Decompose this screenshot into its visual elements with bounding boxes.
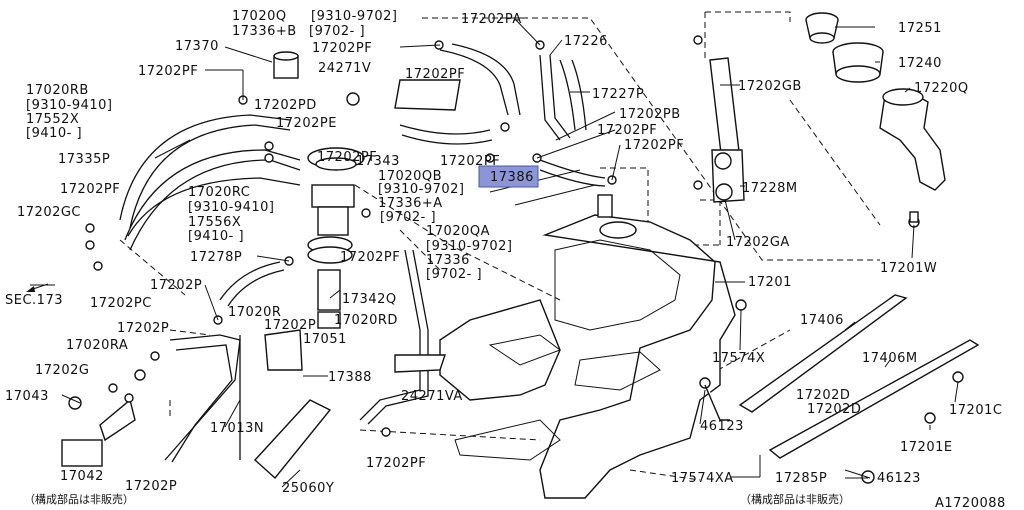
note-non-sale-left: （構成部品は非販売） <box>24 492 134 506</box>
label-17202p-a[interactable]: 17202P <box>150 278 202 293</box>
label-17202pf-343[interactable]: 17202PF <box>317 150 377 165</box>
label-17342q[interactable]: 17342Q <box>342 292 397 307</box>
label-17201w[interactable]: 17201W <box>880 261 937 276</box>
label-17201c[interactable]: 17201C <box>949 403 1002 418</box>
label-17202pf-bottom[interactable]: 17202PF <box>366 456 426 471</box>
label-17201[interactable]: 17201 <box>748 275 792 290</box>
label-17335p[interactable]: 17335P <box>58 152 110 167</box>
label-17336-b[interactable]: 17336+B <box>232 24 297 39</box>
label-17020rd[interactable]: 17020RD <box>334 313 398 328</box>
label-17202ga[interactable]: 17202GA <box>726 235 790 250</box>
label-17285p[interactable]: 17285P <box>775 471 827 486</box>
label-46123-b[interactable]: 46123 <box>877 471 921 486</box>
label-17202pf-386[interactable]: 17202PF <box>440 154 500 169</box>
label-17370[interactable]: 17370 <box>175 39 219 54</box>
label-17020ra[interactable]: 17020RA <box>66 338 128 353</box>
label-9310-9410-a: [9310-9410] <box>26 98 113 113</box>
diagram-id: A1720088 <box>935 496 1006 510</box>
label-17202p-d[interactable]: 17202P <box>125 479 177 494</box>
label-17220q[interactable]: 17220Q <box>914 81 969 96</box>
note-non-sale-right: （構成部品は非販売） <box>740 492 850 506</box>
label-17202gb[interactable]: 17202GB <box>738 79 802 94</box>
label-17020qb[interactable]: 17020QB <box>378 169 442 184</box>
label-17202pd[interactable]: 17202PD <box>254 98 317 113</box>
label-17278p[interactable]: 17278P <box>190 250 242 265</box>
filler-neck-group <box>693 12 946 228</box>
label-17574x[interactable]: 17574X <box>712 351 765 366</box>
label-17202p-b[interactable]: 17202P <box>264 318 316 333</box>
label-17202pf-mid[interactable]: 17202PF <box>405 67 465 82</box>
label-17251[interactable]: 17251 <box>898 21 942 36</box>
leader-lines <box>30 17 959 488</box>
label-9310-9410-b: [9310-9410] <box>188 200 275 215</box>
label-17556x[interactable]: 17556X <box>188 215 241 230</box>
label-sec173[interactable]: SEC.173 <box>5 293 63 308</box>
label-17020qa[interactable]: 17020QA <box>426 224 490 239</box>
label-17020r[interactable]: 17020R <box>228 305 281 320</box>
label-17202pf-278[interactable]: 17202PF <box>340 250 400 265</box>
label-17020rb[interactable]: 17020RB <box>26 83 89 98</box>
label-17343[interactable]: 17343 <box>356 154 400 169</box>
label-17042[interactable]: 17042 <box>60 469 104 484</box>
label-17386[interactable]: 17386 <box>490 170 534 185</box>
label-17202pf-top[interactable]: 17202PF <box>312 41 372 56</box>
clamps <box>85 40 964 484</box>
hose-group <box>119 43 606 463</box>
label-17202pf-low[interactable]: 17202PF <box>60 182 120 197</box>
label-17227p[interactable]: 17227P <box>592 87 644 102</box>
label-17202d-b[interactable]: 17202D <box>807 402 861 417</box>
label-17240[interactable]: 17240 <box>898 56 942 71</box>
label-9410-a: [9410- ] <box>26 126 82 141</box>
label-17552x[interactable]: 17552X <box>26 112 79 127</box>
label-46123-a[interactable]: 46123 <box>700 419 744 434</box>
fuel-tank-17201 <box>439 194 736 499</box>
label-17388[interactable]: 17388 <box>328 370 372 385</box>
label-9310-9702: [9310-9702] <box>311 9 398 24</box>
label-17202p-c[interactable]: 17202P <box>117 321 169 336</box>
label-17202gc[interactable]: 17202GC <box>17 205 81 220</box>
tank-straps <box>704 294 980 479</box>
sec173-arrow-icon <box>26 283 49 292</box>
label-17406[interactable]: 17406 <box>800 313 844 328</box>
label-17051[interactable]: 17051 <box>303 332 347 347</box>
label-17406m[interactable]: 17406M <box>862 351 918 366</box>
label-17202pc[interactable]: 17202PC <box>90 296 152 311</box>
label-17202d-a[interactable]: 17202D <box>796 388 850 403</box>
label-24271va[interactable]: 24271VA <box>401 389 463 404</box>
label-9310-9702-b: [9310-9702] <box>378 182 465 197</box>
label-25060y[interactable]: 25060Y <box>282 481 334 496</box>
label-24271v[interactable]: 24271V <box>318 61 371 76</box>
label-17043[interactable]: 17043 <box>5 389 49 404</box>
highlight-17386 <box>478 165 539 188</box>
label-17201e[interactable]: 17201E <box>900 440 953 455</box>
label-17013n[interactable]: 17013N <box>210 421 264 436</box>
label-17202pb[interactable]: 17202PB <box>619 107 681 122</box>
label-9702-b: [9702- ] <box>380 210 436 225</box>
part-labels: 17020Q [9310-9702] 17336+B [9702- ] 1720… <box>5 9 1006 510</box>
label-17202g[interactable]: 17202G <box>35 363 89 378</box>
label-17228m[interactable]: 17228M <box>742 181 798 196</box>
label-17226[interactable]: 17226 <box>564 34 608 49</box>
label-17202pf-right[interactable]: 17202PF <box>624 138 684 153</box>
label-17202pe[interactable]: 17202PE <box>276 116 337 131</box>
label-17202pa[interactable]: 17202PA <box>461 12 522 27</box>
label-17202pf-left[interactable]: 17202PF <box>138 64 198 79</box>
label-9310-9702-c: [9310-9702] <box>426 239 513 254</box>
label-17336-a[interactable]: 17336+A <box>378 196 443 211</box>
label-17020rc[interactable]: 17020RC <box>188 185 250 200</box>
label-9702-c: [9702- ] <box>426 267 482 282</box>
label-17020q[interactable]: 17020Q <box>232 9 287 24</box>
label-17202pf-pb[interactable]: 17202PF <box>597 123 657 138</box>
pump-assembly <box>61 51 461 480</box>
label-17574xa[interactable]: 17574XA <box>671 471 734 486</box>
label-17336[interactable]: 17336 <box>426 253 470 268</box>
label-9702-a: [9702- ] <box>309 24 365 39</box>
label-9410-b: [9410- ] <box>188 229 244 244</box>
